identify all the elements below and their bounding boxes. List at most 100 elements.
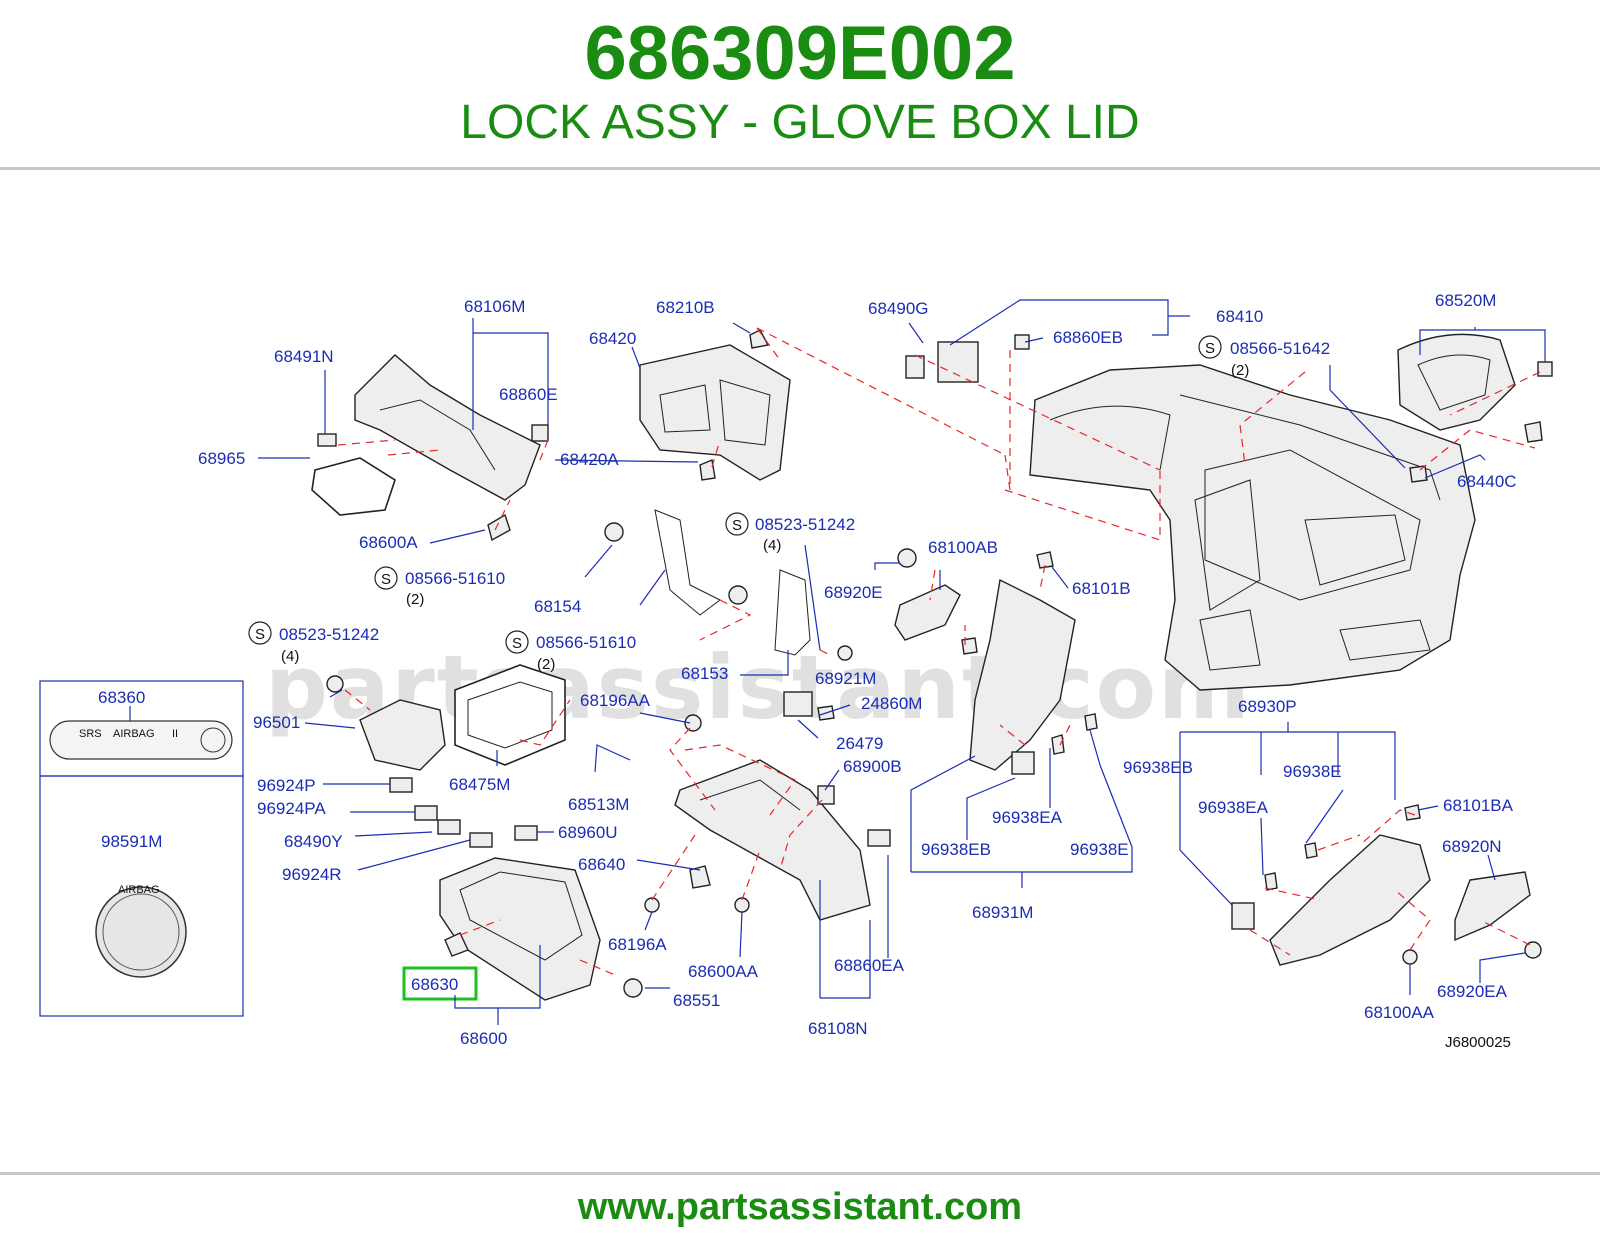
label-airbag: AIRBAG	[113, 728, 155, 740]
label-68420A: 68420A	[560, 450, 619, 469]
label-box-98591M	[39, 775, 244, 1017]
ash-tray-drawing	[311, 457, 396, 516]
label-68100AB: 68100AB	[928, 538, 998, 557]
switch-holder-drawing	[359, 699, 446, 771]
instrument-panel-drawing	[1029, 364, 1476, 691]
svg-text:S: S	[381, 571, 391, 588]
svg-text:S: S	[732, 517, 742, 534]
svg-text:S: S	[512, 635, 522, 652]
label-68210B: 68210B	[656, 298, 715, 317]
label-68960U: 68960U	[558, 823, 618, 842]
label-68965: 68965	[198, 449, 245, 468]
label-96938EB-a: 96938EB	[1123, 758, 1193, 777]
cluster-lid-drawing	[639, 344, 791, 481]
label-68920E: 68920E	[824, 583, 883, 602]
page-header: 686309E002 LOCK ASSY - GLOVE BOX LID	[0, 0, 1600, 170]
label-68921M: 68921M	[815, 669, 876, 688]
qty-2-b: (2)	[1231, 362, 1249, 379]
label-08566-51642: 08566-51642	[1230, 339, 1330, 358]
label-68475M: 68475M	[449, 775, 510, 794]
label-24860M: 24860M	[861, 694, 922, 713]
label-68196AA: 68196AA	[580, 691, 651, 710]
qty-2-c: (2)	[537, 656, 555, 673]
header-divider	[0, 167, 1600, 170]
label-68490Y: 68490Y	[284, 832, 343, 851]
label-68108N: 68108N	[808, 1019, 868, 1038]
label-68106M: 68106M	[464, 297, 525, 316]
part-labels: 68106M 68491N 68860E 68965 68600A 08566-…	[79, 291, 1517, 1051]
label-96938EB-b: 96938EB	[921, 840, 991, 859]
label-68491N: 68491N	[274, 347, 334, 366]
label-68410: 68410	[1216, 307, 1263, 326]
left-lower-panel-drawing	[354, 354, 541, 501]
label-08566-51610-b: 08566-51610	[536, 633, 636, 652]
svg-text:S: S	[255, 626, 265, 643]
label-96924PA: 96924PA	[257, 799, 326, 818]
label-68860E: 68860E	[499, 385, 558, 404]
side-finisher-right-drawing	[1269, 834, 1431, 966]
srs-airbag-label-drawing	[49, 720, 233, 760]
label-68600A: 68600A	[359, 533, 418, 552]
standard-part-markers: S S S S S	[248, 335, 1222, 654]
qty-4-a: (4)	[763, 537, 781, 554]
label-airbag-disc: AIRBAG	[118, 884, 160, 896]
label-68196A: 68196A	[608, 935, 667, 954]
fastener-drawings	[317, 329, 1553, 998]
label-68360: 68360	[98, 688, 145, 707]
glove-box-drawing	[439, 857, 601, 1001]
label-68551: 68551	[673, 991, 720, 1010]
label-68513M: 68513M	[568, 795, 629, 814]
label-srs: SRS	[79, 728, 102, 740]
label-96938E-a: 96938E	[1070, 840, 1129, 859]
label-68600: 68600	[460, 1029, 507, 1048]
label-68440C: 68440C	[1457, 472, 1517, 491]
assembly-dash-lines	[337, 327, 1541, 976]
label-68420: 68420	[589, 329, 636, 348]
diagram-ref-code: J6800025	[1445, 1034, 1511, 1051]
svg-text:S: S	[1205, 340, 1215, 357]
label-26479: 26479	[836, 734, 883, 753]
airbag-emblem-drawing	[95, 886, 187, 978]
label-68520M: 68520M	[1435, 291, 1496, 310]
label-68931M: 68931M	[972, 903, 1033, 922]
bracket-68153-drawing	[774, 569, 811, 656]
label-68930P: 68930P	[1238, 697, 1297, 716]
label-98591M: 98591M	[101, 832, 162, 851]
label-96924R: 96924R	[282, 865, 342, 884]
label-68860EB: 68860EB	[1053, 328, 1123, 347]
label-68900B: 68900B	[843, 757, 902, 776]
highlight-68630	[402, 966, 478, 1001]
footer-website-link[interactable]: www.partsassistant.com	[577, 1186, 1023, 1228]
bracket-68154-drawing	[654, 509, 721, 616]
label-08523-51242-b: 08523-51242	[279, 625, 379, 644]
side-cover-left-drawing	[894, 584, 961, 641]
label-96938EA-a: 96938EA	[992, 808, 1063, 827]
label-96924P: 96924P	[257, 776, 316, 795]
qty-2-a: (2)	[406, 591, 424, 608]
label-68630: 68630	[411, 975, 458, 994]
part-number-title: 686309E002	[584, 11, 1016, 96]
label-ii: II	[172, 728, 178, 740]
side-cover-drawing	[1454, 871, 1531, 942]
qty-4-b: (4)	[281, 648, 299, 665]
label-68154: 68154	[534, 597, 581, 616]
label-96501: 96501	[253, 713, 300, 732]
label-96938EA-b: 96938EA	[1198, 798, 1269, 817]
label-08523-51242-a: 08523-51242	[755, 515, 855, 534]
label-68640: 68640	[578, 855, 625, 874]
leader-lines	[129, 299, 1546, 1025]
meter-hood-drawing	[1397, 333, 1516, 431]
part-name-subtitle: LOCK ASSY - GLOVE BOX LID	[460, 96, 1140, 149]
label-68860EA: 68860EA	[834, 956, 905, 975]
label-68100AA: 68100AA	[1364, 1003, 1435, 1022]
label-68490G: 68490G	[868, 299, 929, 318]
label-68101B: 68101B	[1072, 579, 1131, 598]
label-68101BA: 68101BA	[1443, 796, 1514, 815]
label-68153: 68153	[681, 664, 728, 683]
label-96938E-b: 96938E	[1283, 762, 1342, 781]
lower-cover-drawing	[674, 759, 871, 921]
footer-divider	[0, 1172, 1600, 1175]
label-68600AA: 68600AA	[688, 962, 759, 981]
label-68920EA: 68920EA	[1437, 982, 1508, 1001]
